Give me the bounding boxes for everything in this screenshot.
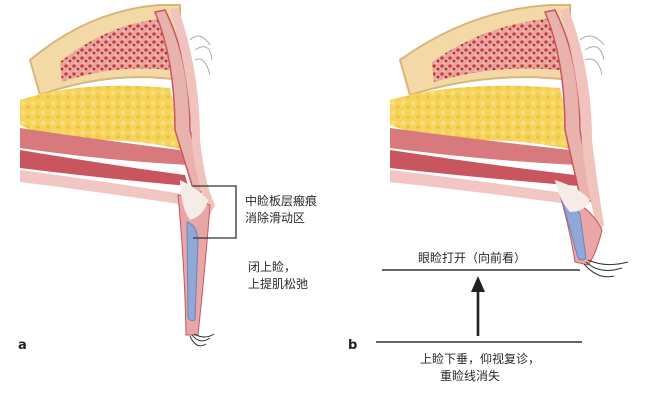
panel-letter-a: a — [18, 338, 27, 353]
hair-tuft-a — [189, 35, 213, 76]
bracket-a — [193, 185, 237, 239]
panel-a-illustration — [20, 4, 215, 347]
levator-muscle-a — [20, 128, 188, 165]
bone-marrow-a — [60, 18, 170, 82]
levator-muscle-b — [390, 128, 576, 165]
skin-outer-a — [170, 8, 215, 215]
label-eyelid-open: 眼睑打开（向前看） — [418, 251, 527, 265]
muscle-band-b — [390, 150, 578, 186]
panel-letter-b: b — [348, 338, 358, 353]
label-closed-line1: 闭上睑， — [248, 260, 297, 274]
orbital-fat-a — [20, 85, 185, 150]
fibrous-zone-a — [180, 180, 208, 220]
tarsus-a — [186, 221, 199, 322]
muscle-band-a — [20, 150, 188, 186]
bone-marrow-b — [432, 18, 560, 82]
eyelash-b — [583, 259, 629, 278]
hair-tuft-b — [579, 35, 605, 76]
orbital-fat-b — [390, 85, 575, 150]
fibrous-zone-b — [555, 180, 590, 212]
eyelash-a — [189, 333, 215, 347]
panel-b-illustration — [390, 4, 629, 278]
label-droop-line2: 重睑线消失 — [440, 369, 501, 383]
label-closed-line2: 上提肌松弛 — [248, 277, 309, 291]
label-scar-line1: 中睑板层瘢痕 — [245, 194, 318, 208]
label-droop-line1: 上睑下垂，仰视复诊， — [420, 352, 541, 366]
skin-outer-b — [560, 8, 604, 232]
upward-arrow-head — [471, 276, 485, 292]
conjunctiva-a — [20, 170, 188, 205]
label-scar-line2: 消除滑动区 — [245, 211, 306, 225]
conjunctiva-b — [390, 170, 578, 205]
